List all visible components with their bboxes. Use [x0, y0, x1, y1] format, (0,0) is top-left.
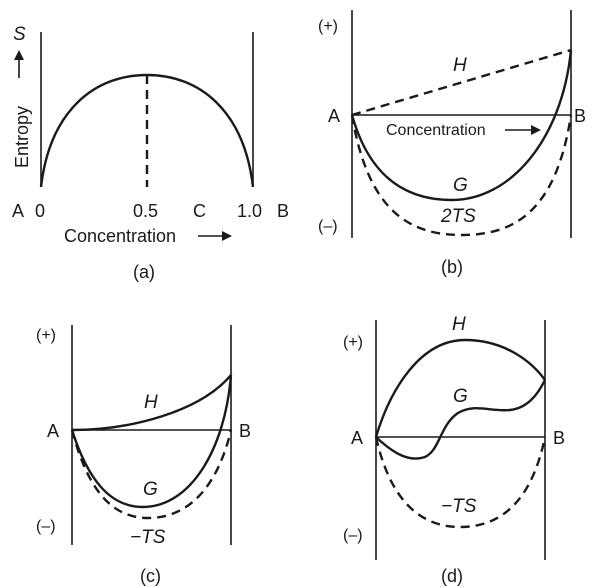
enthalpy-curve [374, 338, 546, 438]
enthalpy-label: H [144, 392, 158, 413]
minus-sign: (–) [36, 518, 56, 535]
entropy-term-label: −TS [441, 496, 477, 517]
caption-a: (a) [133, 262, 155, 282]
enthalpy-curve [71, 374, 232, 432]
caption-b: (b) [441, 257, 463, 277]
label-a: A [328, 106, 340, 126]
entropy-term-curve [374, 436, 547, 529]
panel-c: (+) (–) A B H G −TS (c) [36, 325, 251, 586]
tick-0-5: 0.5 [133, 201, 158, 221]
plus-sign: (+) [343, 334, 363, 351]
panel-b: (+) (–) A B Concentration H G 2TS (b) [318, 10, 586, 277]
plus-sign: (+) [36, 327, 56, 344]
concentration-label: Concentration [386, 122, 486, 139]
gibbs-label: G [143, 479, 158, 500]
label-b: B [277, 201, 289, 221]
enthalpy-label: H [453, 55, 467, 76]
entropy-term-label: −TS [130, 527, 166, 548]
tick-0: 0 [35, 201, 45, 221]
gibbs-label: G [453, 386, 468, 407]
tick-1-0: 1.0 [237, 201, 262, 221]
gibbs-label: G [453, 175, 468, 196]
concentration-axis-label: Concentration [64, 226, 176, 246]
entropy-term-curve [350, 114, 573, 237]
label-b: B [574, 106, 586, 126]
panel-d: (+) (–) A B H G −TS (d) [343, 314, 565, 586]
entropy-term-label: 2TS [440, 206, 476, 227]
caption-c: (c) [140, 566, 161, 586]
gibbs-curve [375, 379, 547, 460]
caption-d: (d) [441, 566, 463, 586]
entropy-term-curve [70, 429, 233, 520]
gibbs-curve [70, 374, 233, 509]
label-a: A [47, 421, 59, 441]
minus-sign: (–) [343, 527, 363, 544]
label-a: A [351, 428, 363, 448]
minus-sign: (–) [318, 218, 338, 235]
label-b: B [239, 421, 251, 441]
enthalpy-line [351, 48, 572, 117]
label-b: B [553, 428, 565, 448]
label-a: A [12, 201, 24, 221]
label-c: C [193, 201, 206, 221]
enthalpy-label: H [452, 314, 466, 335]
plus-sign: (+) [318, 18, 338, 35]
entropy-symbol: S [13, 24, 26, 45]
gibbs-curve [350, 49, 573, 202]
panel-a: S Entropy A 0 0.5 C 1.0 B Concentration … [12, 24, 289, 282]
entropy-axis-label: Entropy [12, 106, 32, 168]
